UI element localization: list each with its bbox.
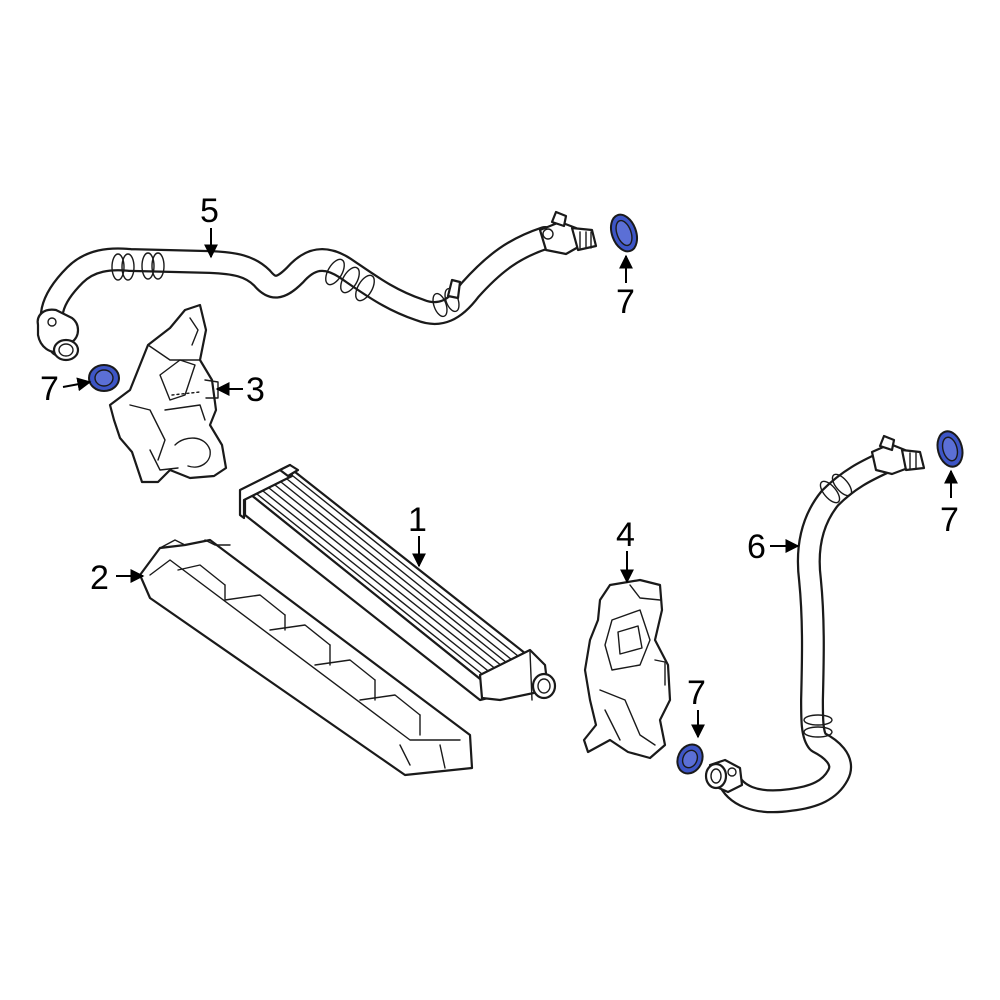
callout-7-lower-middle: 7: [687, 674, 706, 712]
callout-6: 6: [747, 528, 766, 566]
leader-lines: [62, 228, 958, 739]
oring-upper-left: [88, 364, 120, 392]
oring-far-right: [936, 430, 964, 468]
callout-5: 5: [200, 192, 219, 230]
callout-7-upper-left: 7: [40, 370, 59, 408]
callout-3: 3: [246, 371, 265, 409]
callout-4: 4: [616, 516, 635, 554]
part-4-right-air-guide: [582, 578, 672, 760]
callout-7-upper-right: 7: [616, 283, 635, 321]
callout-1: 1: [408, 501, 427, 539]
leader-7-upper-left: [62, 377, 92, 392]
part-6-right-coolant-hose: [704, 434, 926, 814]
callout-2: 2: [90, 559, 109, 597]
part-1-radiator-core: [238, 463, 557, 702]
oring-upper-right: [609, 213, 639, 253]
callout-labels: 5 7 7 3 7 6 1 4 2 7: [40, 192, 959, 712]
part-2-lower-tray: [138, 538, 474, 777]
oring-lower-middle: [676, 743, 704, 775]
part-5-upper-coolant-hose: [36, 210, 598, 362]
part-3-left-air-guide: [108, 303, 228, 484]
callout-7-far-right: 7: [940, 501, 959, 539]
